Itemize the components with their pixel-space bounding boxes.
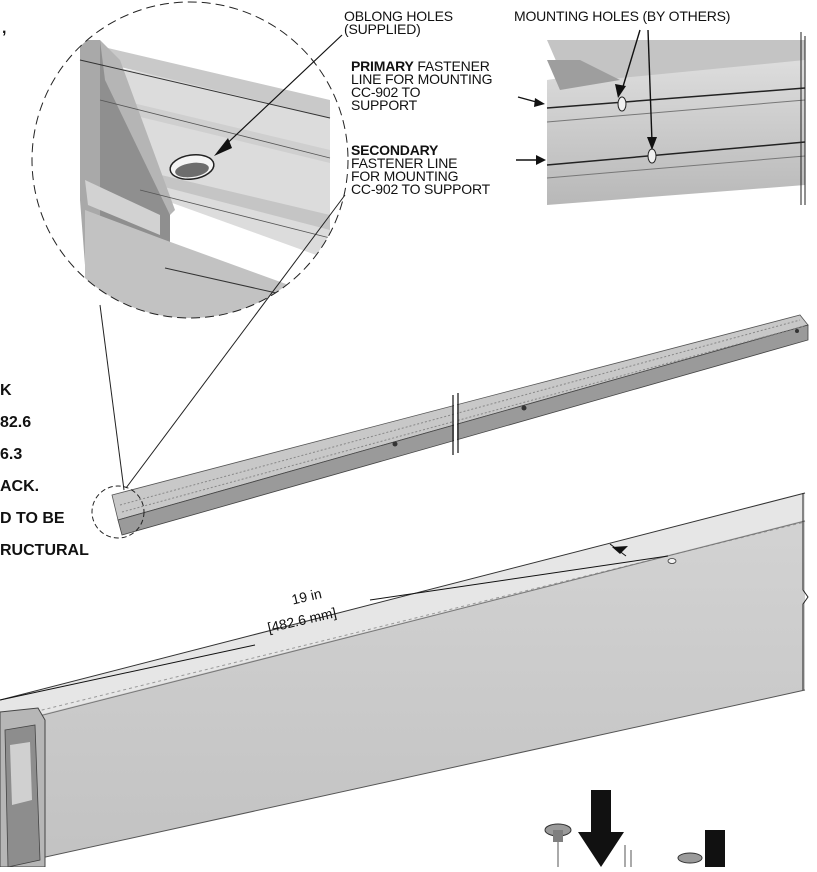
note-fragment-4: ACK. (0, 478, 40, 495)
detail-leader-left (99, 304, 125, 491)
long-rail (91, 314, 809, 539)
mounting-holes-label: MOUNTING HOLES (BY OTHERS) (514, 8, 731, 24)
note-fragment-comma: , (2, 20, 7, 37)
oblong-holes-label: OBLONG HOLES (SUPPLIED) (344, 8, 453, 37)
note-fragment-5: D TO BE (0, 510, 65, 527)
dimension-line (0, 543, 669, 701)
note-fragment-3: 6.3 (0, 446, 23, 463)
note-fragment-1: K (0, 382, 12, 399)
oblong-hole-arrowhead (214, 138, 232, 156)
primary-fastener-label: PRIMARY FASTENER LINE FOR MOUNTING CC-90… (351, 58, 493, 113)
detail-circle (31, 1, 349, 319)
note-fragment-6: RUCTURAL (0, 542, 89, 559)
down-arrow-large (578, 790, 624, 867)
secondary-fastener-label: SECONDARY FASTENER LINE FOR MOUNTING CC-… (351, 142, 490, 197)
detail-leader-right (125, 194, 346, 489)
down-arrow-small (705, 830, 725, 867)
mounting-inset (516, 29, 806, 205)
support-beam (0, 492, 809, 868)
fastener-group (544, 790, 725, 867)
oblong-hole-leader (217, 34, 343, 153)
note-fragment-2: 82.6 (0, 414, 32, 431)
